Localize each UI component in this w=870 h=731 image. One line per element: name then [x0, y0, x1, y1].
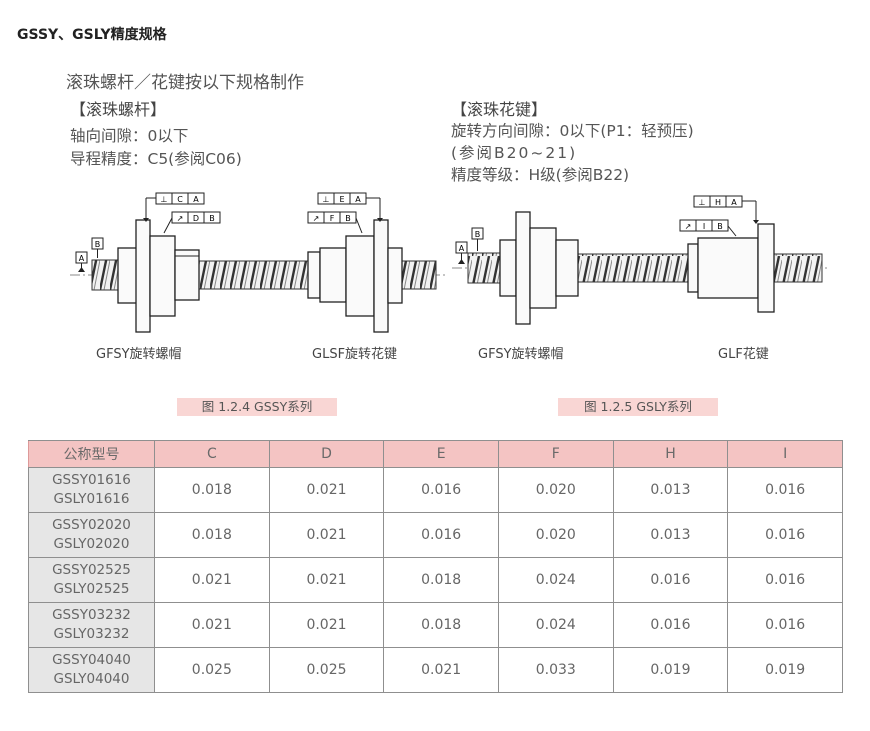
- axial-clearance: 轴向间隙：0以下: [70, 127, 189, 145]
- svg-text:D: D: [193, 214, 199, 223]
- header-h: H: [612, 440, 729, 468]
- header-i: I: [727, 440, 843, 468]
- fig2-part1-label: GFSY旋转螺帽: [478, 347, 564, 362]
- reference-pages: (参阅B20~21): [451, 144, 578, 162]
- intro-text: 滚珠螺杆／花键按以下规格制作: [66, 73, 304, 93]
- value-cell: 0.016: [727, 602, 843, 648]
- value-cell: 0.025: [268, 647, 385, 693]
- header-model: 公称型号: [28, 440, 155, 468]
- accuracy-grade: 精度等级：H级(参阅B22): [451, 166, 630, 184]
- value-cell: 0.021: [268, 602, 385, 648]
- ball-screw-heading: 【滚珠螺杆】: [70, 100, 167, 119]
- value-cell: 0.024: [497, 557, 614, 603]
- value-cell: 0.021: [154, 557, 270, 603]
- value-cell: 0.020: [497, 512, 614, 558]
- value-cell: 0.013: [612, 467, 729, 513]
- value-cell: 0.021: [268, 467, 385, 513]
- svg-text:⊥: ⊥: [323, 195, 330, 204]
- fig1-caption: 图 1.2.4 GSSY系列: [177, 398, 337, 416]
- svg-text:B: B: [717, 222, 723, 231]
- header-f: F: [497, 440, 614, 468]
- tol-frame-3: ⊥ E A: [317, 192, 383, 222]
- svg-text:↗: ↗: [685, 222, 692, 231]
- svg-text:H: H: [715, 198, 721, 207]
- svg-text:⊥: ⊥: [699, 198, 706, 207]
- value-cell: 0.019: [727, 647, 843, 693]
- value-cell: 0.018: [154, 512, 270, 558]
- header-e: E: [383, 440, 499, 468]
- tol-frame-6: ↗ I B: [679, 219, 737, 237]
- value-cell: 0.019: [612, 647, 729, 693]
- ball-spline-heading: 【滚珠花键】: [451, 100, 548, 119]
- value-cell: 0.016: [612, 602, 729, 648]
- tol-frame-4: ↗ F B: [307, 211, 363, 234]
- fig2-caption: 图 1.2.5 GSLY系列: [558, 398, 718, 416]
- table-header-row: 公称型号 C D E F H I: [28, 440, 843, 468]
- svg-text:B: B: [209, 214, 215, 223]
- datum-b-label: B: [95, 240, 101, 249]
- datum-a2-label: A: [459, 244, 465, 253]
- tol-frame-1: ⊥ C A: [143, 192, 205, 222]
- svg-text:⊥: ⊥: [161, 195, 168, 204]
- value-cell: 0.020: [497, 467, 614, 513]
- header-c: C: [154, 440, 270, 468]
- value-cell: 0.025: [154, 647, 270, 693]
- value-cell: 0.016: [383, 467, 499, 513]
- datum-b2-label: B: [475, 230, 481, 239]
- tol-frame-5: ⊥ H A: [693, 195, 759, 224]
- gssy-drawing: A B ⊥ C A ↗ D B ⊥ E A ↗ F B: [70, 192, 445, 333]
- value-cell: 0.016: [383, 512, 499, 558]
- value-cell: 0.024: [497, 602, 614, 648]
- svg-text:A: A: [731, 198, 737, 207]
- value-cell: 0.021: [383, 647, 499, 693]
- datum-a-label: A: [79, 254, 85, 263]
- rotation-clearance: 旋转方向间隙：0以下(P1：轻预压): [451, 122, 694, 140]
- svg-text:B: B: [345, 214, 351, 223]
- value-cell: 0.018: [383, 557, 499, 603]
- svg-text:A: A: [193, 195, 199, 204]
- fig1-part2-label: GLSF旋转花键: [312, 347, 398, 362]
- value-cell: 0.018: [154, 467, 270, 513]
- svg-text:E: E: [339, 195, 344, 204]
- fig2-part2-label: GLF花键: [718, 347, 769, 362]
- value-cell: 0.021: [268, 557, 385, 603]
- svg-text:I: I: [703, 222, 705, 231]
- value-cell: 0.016: [727, 557, 843, 603]
- value-cell: 0.016: [727, 512, 843, 558]
- value-cell: 0.033: [497, 647, 614, 693]
- svg-text:F: F: [330, 214, 335, 223]
- lead-accuracy: 导程精度：C5(参阅C06): [70, 150, 242, 168]
- gsly-drawing: A B ⊥ H A ↗ I B: [452, 195, 827, 325]
- value-cell: 0.021: [268, 512, 385, 558]
- value-cell: 0.018: [383, 602, 499, 648]
- value-cell: 0.021: [154, 602, 270, 648]
- fig1-part1-label: GFSY旋转螺帽: [96, 347, 182, 362]
- svg-text:↗: ↗: [313, 214, 320, 223]
- value-cell: 0.016: [612, 557, 729, 603]
- value-cell: 0.013: [612, 512, 729, 558]
- page-title: GSSY、GSLY精度规格: [17, 27, 167, 43]
- svg-text:↗: ↗: [177, 214, 184, 223]
- svg-text:C: C: [177, 195, 183, 204]
- header-d: D: [268, 440, 385, 468]
- svg-text:A: A: [355, 195, 361, 204]
- value-cell: 0.016: [727, 467, 843, 513]
- tol-frame-2: ↗ D B: [163, 211, 221, 234]
